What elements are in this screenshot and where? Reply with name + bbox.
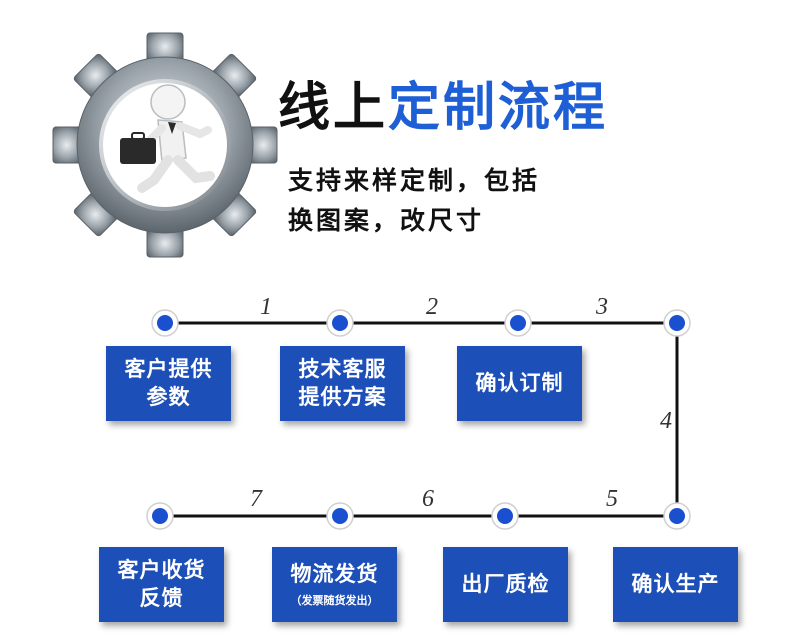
gear-businessman-illustration — [52, 32, 278, 258]
step-label-line-1: 技术客服 — [298, 357, 387, 382]
step-box-confirm-order: 确认订制 — [457, 346, 582, 421]
step-label-line-2: 提供方案 — [298, 384, 387, 409]
businessman-figure — [120, 84, 215, 193]
step-note: （发票随货发出） — [290, 594, 379, 607]
connector-number-5: 5 — [606, 486, 618, 512]
connector-number-3: 3 — [595, 294, 608, 320]
step-box-confirm-production: 确认生产 — [613, 547, 738, 622]
connector-number-1: 1 — [260, 294, 272, 320]
step-label-line-1: 物流发货 — [290, 561, 379, 586]
subtitle-line-1: 支持来样定制，包括 — [288, 166, 541, 195]
flow-node — [491, 502, 519, 530]
step-label-line-1: 出厂质检 — [461, 571, 550, 596]
connector-number-6: 6 — [422, 486, 434, 512]
flow-node — [326, 309, 354, 337]
step-label-line-1: 确认生产 — [631, 571, 720, 596]
flow-connector-line — [160, 321, 679, 518]
step-box-customer-feedback: 客户收货 反馈 — [99, 547, 224, 622]
title-part-2: 定制流程 — [388, 78, 609, 138]
page-title: 线上定制流程 — [278, 82, 608, 134]
step-label-line-1: 客户提供 — [124, 357, 213, 382]
step-label-line-2: 反馈 — [139, 585, 184, 610]
flow-node — [151, 309, 179, 337]
step-box-customer-params: 客户提供 参数 — [106, 346, 231, 421]
step-box-tech-support-plan: 技术客服 提供方案 — [280, 346, 405, 421]
step-box-factory-inspection: 出厂质检 — [443, 547, 568, 622]
step-label-line-2: 参数 — [146, 384, 191, 409]
subtitle-line-2: 换图案，改尺寸 — [288, 206, 485, 235]
flow-node — [504, 309, 532, 337]
connector-number-2: 2 — [426, 294, 438, 320]
step-box-logistics-shipping: 物流发货 （发票随货发出） — [272, 547, 397, 622]
flow-node — [326, 502, 354, 530]
title-part-1: 线上 — [278, 78, 389, 138]
flow-node — [663, 502, 691, 530]
connector-number-4: 4 — [660, 408, 672, 434]
step-label-line-1: 确认订制 — [475, 370, 564, 395]
flow-node — [663, 309, 691, 337]
flow-node — [146, 502, 174, 530]
connector-number-7: 7 — [250, 486, 263, 512]
step-label-line-1: 客户收货 — [117, 558, 206, 583]
